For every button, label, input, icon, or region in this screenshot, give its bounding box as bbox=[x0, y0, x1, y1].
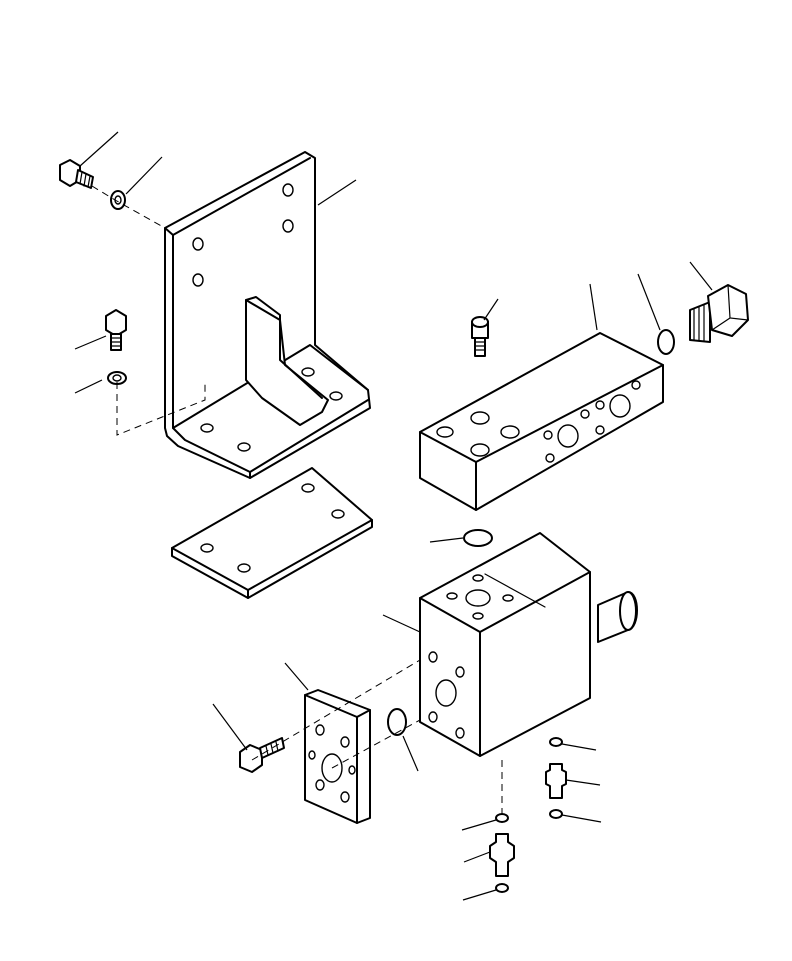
valve-body bbox=[419, 532, 638, 757]
o-ring-valve-top bbox=[463, 529, 493, 547]
flange-bolt-bottom bbox=[239, 737, 285, 773]
lock-washer-top bbox=[110, 190, 126, 210]
fitting-bottom bbox=[489, 813, 515, 893]
flange-plate bbox=[304, 689, 371, 824]
o-ring-manifold bbox=[657, 329, 675, 355]
hex-bolt-top-left bbox=[59, 159, 94, 189]
manifold-block bbox=[419, 332, 664, 511]
plug-bolt-large bbox=[689, 284, 749, 343]
l-bracket bbox=[164, 151, 371, 479]
fitting-right bbox=[545, 737, 567, 819]
flange-bolt-left bbox=[105, 309, 127, 351]
assembly-center-lines bbox=[91, 185, 503, 818]
spacer-plate bbox=[171, 467, 373, 599]
o-ring-flange bbox=[387, 708, 407, 736]
socket-screw bbox=[471, 316, 489, 357]
leader-lines bbox=[74, 131, 713, 901]
lock-washer-left bbox=[107, 371, 127, 385]
